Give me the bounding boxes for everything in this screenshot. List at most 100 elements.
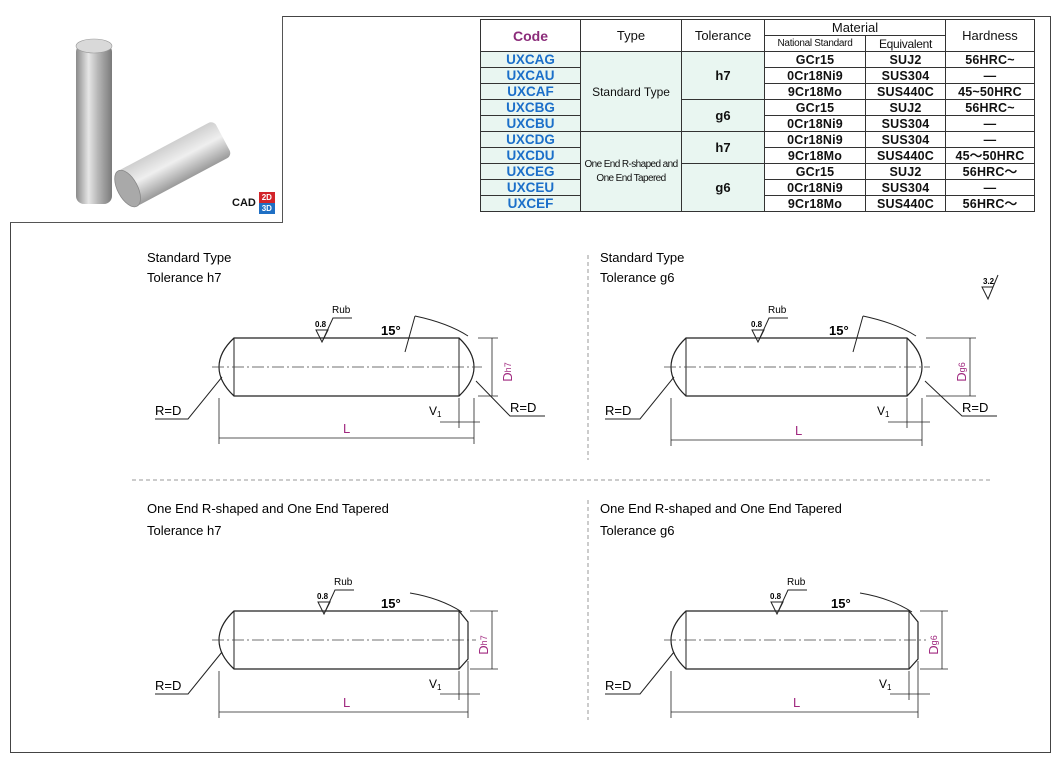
roughness-32-label: 3.2 (983, 277, 995, 286)
angle-label: 15° (381, 596, 401, 611)
table-row: UXCBG g6 GCr15 SUJ2 56HRC~ (480, 99, 1035, 132)
dowel-pin-photo-icon (75, 38, 231, 208)
cad-format-icon: 2D 3D (258, 192, 275, 214)
code-cell[interactable]: UXCBG (480, 99, 581, 116)
radius-label-left: R=D (155, 403, 181, 418)
v-label: V (879, 677, 887, 691)
national-cell: 0Cr18Ni9 (764, 179, 866, 196)
radius-label-left: R=D (155, 678, 181, 693)
v-sub-label: 1 (437, 683, 442, 692)
svg-text:Dg6: Dg6 (926, 635, 941, 654)
angle-label: 15° (381, 323, 401, 338)
radius-label-left: R=D (605, 678, 631, 693)
roughness-08-label: 0.8 (317, 592, 329, 601)
equivalent-cell: SUS304 (865, 179, 946, 196)
cad-label: CAD (232, 197, 256, 209)
table-row: UXCAF 9Cr18Mo SUS440C 45~50HRC (480, 83, 1035, 100)
v-label: V (877, 404, 885, 418)
radius-label-right: R=D (510, 400, 536, 415)
drawing-subtitle: Tolerance h7 (147, 270, 221, 285)
drawing-standard-h7: Standard Type Tolerance h7 Rub 0.8 15° R… (147, 250, 545, 444)
type-r-tapered-line2: One End Tapered (596, 172, 666, 184)
diameter-tolerance-label: g6 (957, 362, 967, 372)
rub-label: Rub (332, 305, 351, 316)
code-cell[interactable]: UXCEG (480, 163, 581, 180)
svg-text:V1: V1 (429, 404, 442, 419)
svg-text:Dh7: Dh7 (500, 362, 515, 381)
table-row: UXCBU 0Cr18Ni9 SUS304 — (480, 115, 1035, 132)
length-label: L (343, 421, 350, 436)
drawing-standard-g6: Standard Type Tolerance g6 Rub 0.8 15° R… (600, 250, 997, 446)
code-cell[interactable]: UXCEF (480, 195, 581, 212)
rub-label: Rub (768, 305, 787, 316)
pin-outline (670, 610, 919, 670)
code-cell[interactable]: UXCAF (480, 83, 581, 100)
code-cell[interactable]: UXCDU (480, 147, 581, 164)
code-cell[interactable]: UXCAU (480, 67, 581, 84)
national-cell: 9Cr18Mo (764, 83, 866, 100)
roughness-32-symbol: 3.2 (981, 274, 999, 301)
diameter-tolerance-label: h7 (503, 362, 513, 372)
diameter-tolerance-label: h7 (479, 635, 489, 645)
radius-label-left: R=D (605, 403, 631, 418)
spec-table: Code Type Tolerance Material Hardness Na… (480, 19, 1035, 212)
svg-text:V1: V1 (877, 404, 890, 419)
header-material: Material (764, 19, 946, 36)
length-label: L (795, 423, 802, 438)
svg-text:V1: V1 (429, 677, 442, 692)
roughness-08-label: 0.8 (315, 320, 327, 329)
v-label: V (429, 677, 437, 691)
page-frame (10, 16, 1051, 753)
diameter-label: D (476, 645, 491, 654)
drawing-r-tapered-g6: One End R-shaped and One End Tapered Tol… (600, 501, 948, 718)
drawing-title: One End R-shaped and One End Tapered (600, 501, 842, 516)
header-equivalent: Equivalent (865, 35, 946, 52)
drawing-subtitle: Tolerance h7 (147, 523, 221, 538)
radius-label-right: R=D (962, 400, 988, 415)
table-row: UXCAU 0Cr18Ni9 SUS304 — (480, 67, 1035, 84)
code-cell[interactable]: UXCDG (480, 131, 581, 148)
cad-3d-label: 3D (258, 203, 275, 214)
table-row: UXCEG g6 GCr15 SUJ2 56HRC～ (480, 163, 1035, 212)
drawing-subtitle: Tolerance g6 (600, 270, 674, 285)
type-cell-standard: Standard Type (580, 51, 682, 132)
roughness-08-label: 0.8 (770, 592, 782, 601)
product-photo (10, 16, 283, 223)
hardness-cell: 56HRC～ (945, 195, 1035, 212)
tolerance-cell-h7: h7 (681, 131, 765, 164)
header-code: Code (480, 19, 581, 52)
header-hardness: Hardness (945, 19, 1035, 52)
table-row: UXCEF 9Cr18Mo SUS440C 56HRC～ (480, 195, 1035, 212)
drawing-title: One End R-shaped and One End Tapered (147, 501, 389, 516)
table-row: UXCEU 0Cr18Ni9 SUS304 — (480, 179, 1035, 196)
svg-text:Dg6: Dg6 (954, 362, 969, 381)
v-sub-label: 1 (887, 683, 892, 692)
angle-label: 15° (831, 596, 851, 611)
tolerance-cell-g6: g6 (681, 163, 765, 212)
code-cell[interactable]: UXCBU (480, 115, 581, 132)
tolerance-cell-g6: g6 (681, 99, 765, 132)
tolerance-cell-h7: h7 (681, 51, 765, 100)
v-sub-label: 1 (437, 410, 442, 419)
header-national-standard: National Standard (764, 35, 866, 52)
cad-badge[interactable]: CAD 2D 3D (229, 192, 275, 214)
rub-label: Rub (334, 577, 353, 588)
drawing-r-tapered-h7: One End R-shaped and One End Tapered Tol… (147, 501, 498, 718)
national-cell: 0Cr18Ni9 (764, 115, 866, 132)
length-label: L (343, 695, 350, 710)
angle-label: 15° (829, 323, 849, 338)
national-cell: 0Cr18Ni9 (764, 131, 866, 148)
drawing-title: Standard Type (147, 250, 231, 265)
v-sub-label: 1 (885, 410, 890, 419)
roughness-08-label: 0.8 (751, 320, 763, 329)
table-row: UXCDG One End R-shaped and One End Taper… (480, 131, 1035, 212)
diameter-label: D (926, 645, 941, 654)
length-label: L (793, 695, 800, 710)
rub-label: Rub (787, 577, 806, 588)
type-r-tapered-line1: One End R-shaped and (584, 158, 678, 170)
drawing-subtitle: Tolerance g6 (600, 523, 674, 538)
national-cell: 9Cr18Mo (764, 195, 866, 212)
hardness-cell: — (945, 115, 1035, 132)
svg-text:V1: V1 (879, 677, 892, 692)
